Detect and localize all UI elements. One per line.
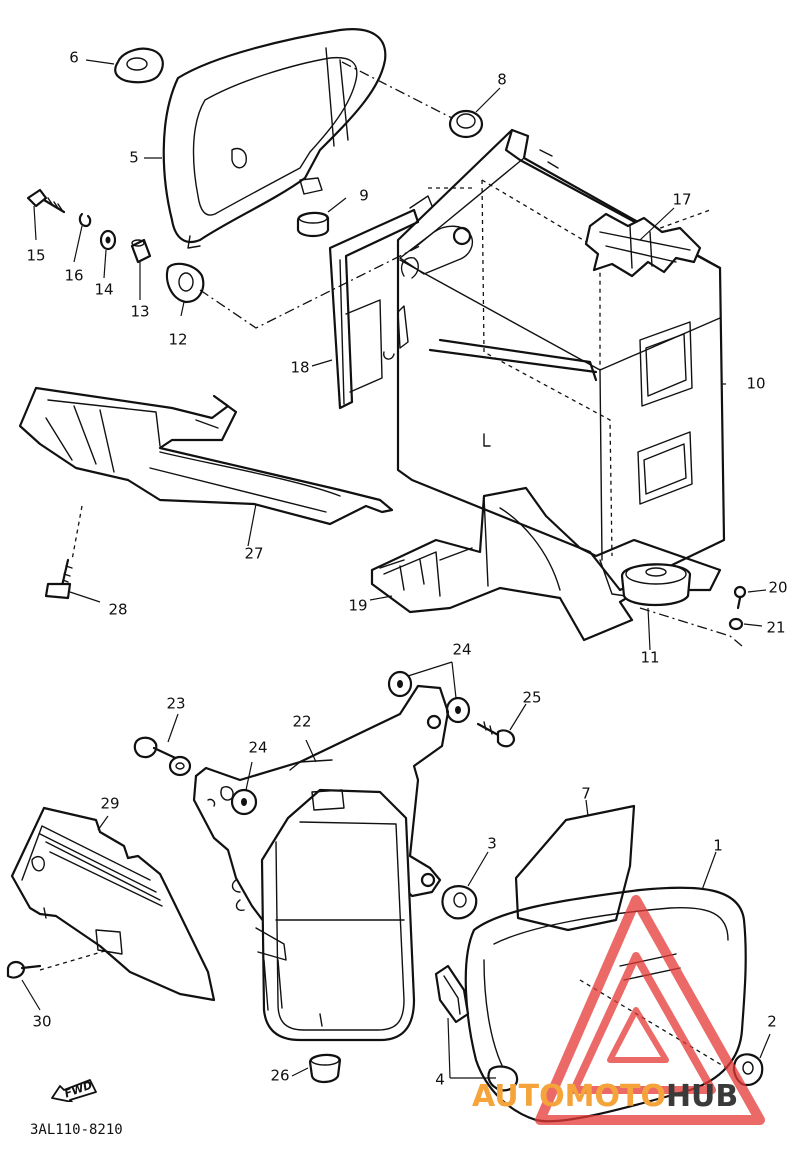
callout-23: 23 [166,694,186,713]
part-28-screw [44,505,83,600]
callout-13: 13 [130,302,150,321]
callout-24-lower: 24 [248,738,268,757]
callout-7: 7 [581,784,591,803]
part-25-bolt [476,721,516,748]
callout-16: 16 [64,266,84,285]
callout-1: 1 [713,836,723,855]
part-5-side-cover-upper [162,28,387,249]
part-27-guard [18,386,394,526]
part-12-grommet [165,262,205,304]
part-30-screw [6,949,109,979]
callout-21: 21 [766,618,786,637]
part-22-case [192,684,450,1042]
part-16-washer [78,212,92,228]
callout-30: 30 [32,1012,52,1031]
watermark-logo [535,895,765,1125]
callout-11: 11 [640,648,660,667]
callout-19: 19 [348,596,368,615]
callout-25: 25 [522,688,542,707]
leader-lines [21,59,771,1079]
part-29-side-panel [10,806,216,1002]
part-6-grommet [114,47,164,84]
part-13-collar [130,238,152,264]
watermark-text-dark: HUB [665,1079,739,1114]
part-26-damper [308,1053,342,1084]
callout-12: 12 [168,330,188,349]
callout-26: 26 [270,1066,290,1085]
callout-14: 14 [94,280,114,299]
callout-27: 27 [244,544,264,563]
part-23-bolt [133,736,192,777]
diagram-code: 3AL110-8210 [30,1122,123,1138]
part-11-damper [620,563,692,606]
part-14-washer [99,229,117,251]
callout-22: 22 [292,712,312,731]
callout-24-upper: 24 [452,640,472,659]
callout-4: 4 [435,1070,445,1089]
part-7-sheet [514,804,636,932]
callout-10: 10 [746,374,766,393]
callout-18: 18 [290,358,310,377]
callout-9: 9 [359,186,369,205]
callout-3: 3 [487,834,497,853]
callout-5: 5 [129,148,139,167]
watermark-text: AUTOMOTOHUB [472,1082,738,1112]
part-15-bolt [26,188,66,214]
watermark-text-colored: AUTOMOTO [472,1079,666,1114]
part-4-grommets [434,964,519,1092]
part-19-tray [370,486,722,642]
assembly-line-20-21 [639,607,743,647]
part-18-bracket [328,195,433,410]
part-17-pad [584,212,702,278]
callout-8: 8 [497,70,507,89]
part-21-washer [728,617,744,631]
callout-28: 28 [108,600,128,619]
callout-20: 20 [768,578,788,597]
assembly-line-5-8 [341,61,453,119]
callout-6: 6 [69,48,79,67]
assembly-line-12-bracket [199,245,421,329]
callout-29: 29 [100,794,120,813]
part-9-damper [296,211,330,238]
part-8-grommet [448,109,484,139]
fwd-arrow-icon [51,1079,97,1102]
callout-15: 15 [26,246,46,265]
part-3-grommet [441,885,478,920]
part-20-bolt [733,585,747,610]
part-24-grommets [230,670,471,816]
callout-2: 2 [767,1012,777,1031]
callout-17: 17 [672,190,692,209]
